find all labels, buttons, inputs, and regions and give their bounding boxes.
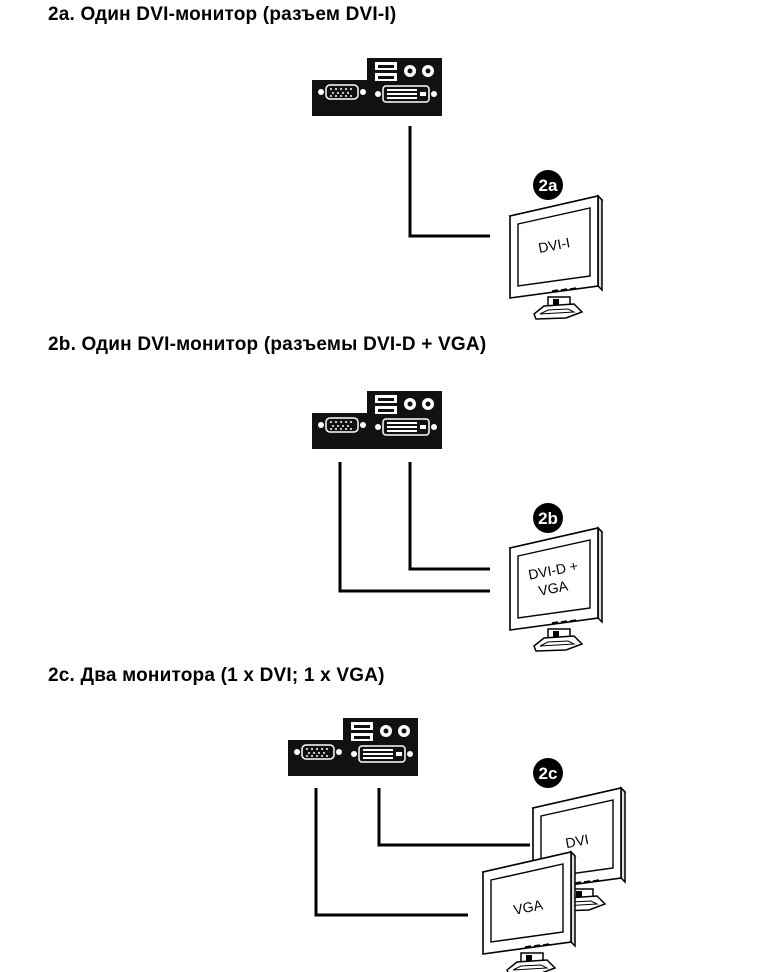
monitor-dvi-label: DVI bbox=[564, 831, 590, 851]
badge-2c-label: 2c bbox=[539, 764, 558, 783]
section-2a-diagram: DVI-I 2a bbox=[311, 57, 603, 320]
badge-2a-label: 2a bbox=[539, 176, 558, 195]
badge-2a bbox=[533, 170, 563, 200]
io-panel-icon bbox=[311, 57, 443, 117]
vga-cable bbox=[338, 462, 490, 593]
section-2a-heading: 2a. Один DVI-монитор (разъем DVI-I) bbox=[48, 4, 397, 25]
badge-2c bbox=[533, 758, 563, 788]
monitor-vga-label: VGA bbox=[512, 896, 545, 917]
section-2c-diagram: DVI VGA 2c bbox=[287, 717, 626, 972]
badge-2b bbox=[533, 503, 563, 533]
dvi-cable bbox=[408, 462, 490, 571]
dvi-cable bbox=[377, 788, 530, 847]
monitor-icon bbox=[509, 195, 603, 320]
vga-cable bbox=[314, 788, 468, 917]
section-2c-heading: 2c. Два монитора (1 x DVI; 1 x VGA) bbox=[48, 665, 385, 686]
io-panel-icon bbox=[311, 390, 443, 450]
section-2b-heading: 2b. Один DVI-монитор (разъемы DVI-D + VG… bbox=[48, 334, 487, 355]
section-2b-diagram: DVI-D + VGA 2b bbox=[311, 390, 603, 652]
dvi-cable bbox=[408, 126, 490, 238]
monitor-screen-label: DVI-I bbox=[537, 234, 571, 256]
badge-2b-label: 2b bbox=[538, 509, 558, 528]
monitor-screen-label-line2: VGA bbox=[537, 577, 570, 598]
io-panel-icon bbox=[287, 717, 419, 777]
